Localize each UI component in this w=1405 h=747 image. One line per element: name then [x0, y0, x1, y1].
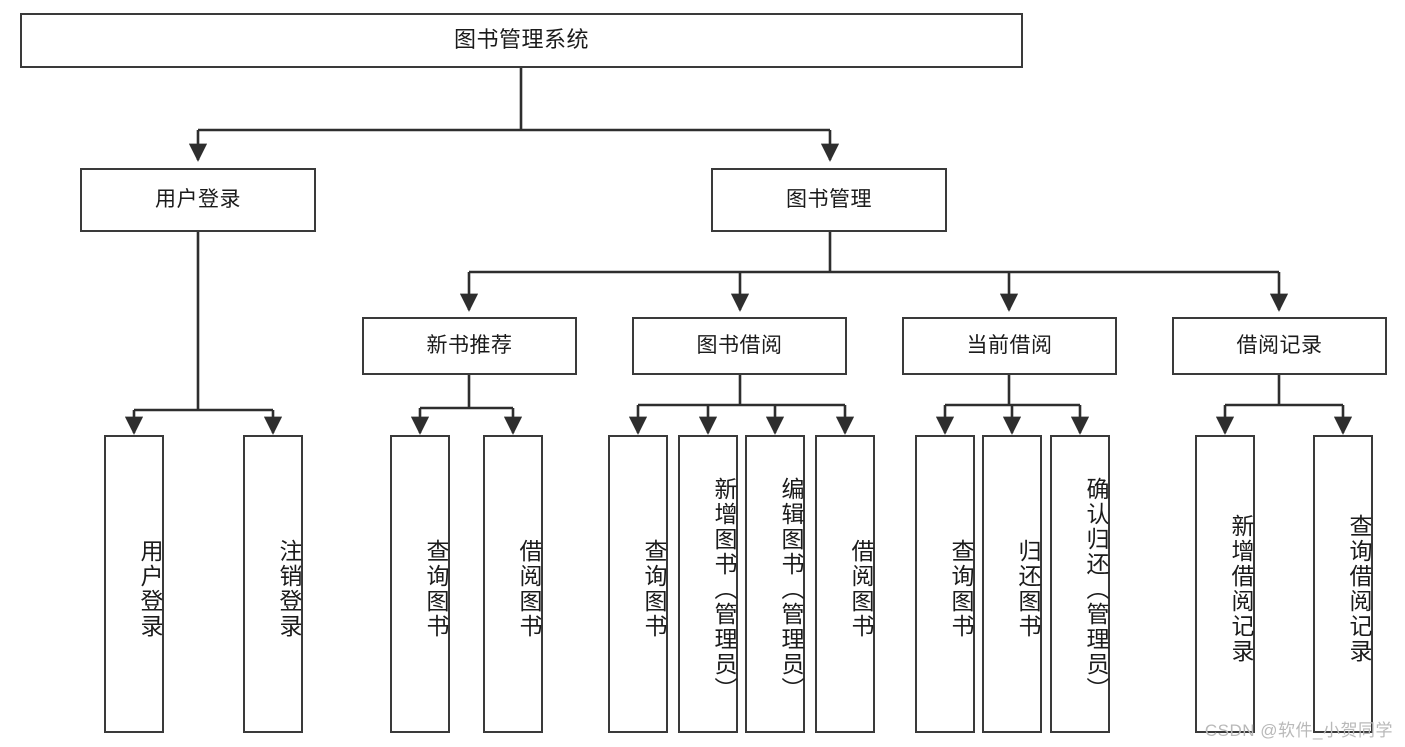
- csdn-watermark: CSDN @软件_小贺同学: [1204, 721, 1393, 740]
- leaf-current-query-book[interactable]: 查询图书: [915, 435, 975, 733]
- leaf-borrow-borrow-book[interactable]: 借阅图书: [815, 435, 875, 733]
- leaf-borrow-add-book-admin[interactable]: 新增图书（管理员）: [678, 435, 738, 733]
- leaf-current-confirm-return-admin[interactable]: 确认归还（管理员）: [1050, 435, 1110, 733]
- node-book-borrow[interactable]: 图书借阅: [632, 317, 847, 375]
- node-user-login[interactable]: 用户登录: [80, 168, 316, 232]
- node-book-management[interactable]: 图书管理: [711, 168, 947, 232]
- leaf-borrow-edit-book-admin[interactable]: 编辑图书（管理员）: [745, 435, 805, 733]
- leaf-new-book-query[interactable]: 查询图书: [390, 435, 450, 733]
- leaf-new-book-borrow[interactable]: 借阅图书: [483, 435, 543, 733]
- node-current-borrow[interactable]: 当前借阅: [902, 317, 1117, 375]
- leaf-borrow-query-book[interactable]: 查询图书: [608, 435, 668, 733]
- node-new-book-recommend[interactable]: 新书推荐: [362, 317, 577, 375]
- node-borrow-record[interactable]: 借阅记录: [1172, 317, 1387, 375]
- leaf-record-query-record[interactable]: 查询借阅记录: [1313, 435, 1373, 733]
- leaf-user-login-signin[interactable]: 用户登录: [104, 435, 164, 733]
- leaf-current-return-book[interactable]: 归还图书: [982, 435, 1042, 733]
- node-root-system[interactable]: 图书管理系统: [20, 13, 1023, 68]
- leaf-user-login-signout[interactable]: 注销登录: [243, 435, 303, 733]
- leaf-record-add-record[interactable]: 新增借阅记录: [1195, 435, 1255, 733]
